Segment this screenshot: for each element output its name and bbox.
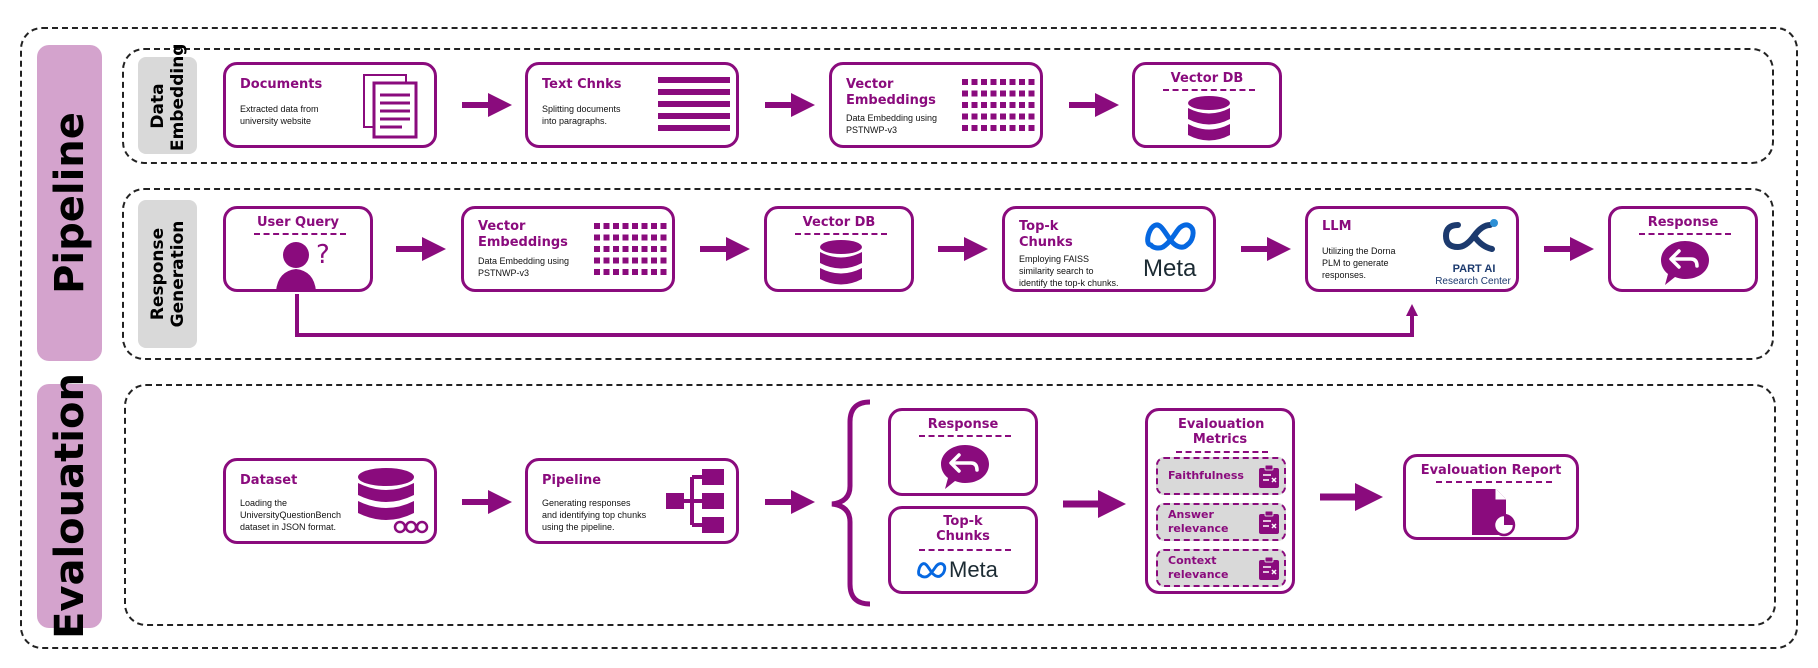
eval-topk-underline — [919, 549, 1011, 551]
vector-db-card: Vector DB — [1132, 62, 1282, 148]
report-title: Evalouation Report — [1420, 463, 1562, 478]
reply-bubble-icon — [1661, 241, 1709, 285]
llm-title: LLM — [1322, 219, 1352, 234]
meta-logo-text: Meta — [1143, 255, 1197, 282]
topk-card: Top-k Chunks Employing FAISS similarity … — [1002, 206, 1216, 292]
outer-frame — [20, 27, 1798, 649]
group-label-response-generation: Response Generation — [138, 200, 197, 348]
documents-icon — [363, 74, 418, 139]
user-query-card: User Query ? — [223, 206, 373, 292]
rg-vector-embeddings-desc: Data Embedding using PSTNWP-v3 — [478, 256, 570, 278]
eval-pipeline-title: Pipeline — [542, 473, 602, 488]
metric-context-relevance: Context relevance — [1156, 549, 1286, 587]
metric-faithfulness-label: Faithfulness — [1168, 469, 1244, 482]
group-response-generation — [122, 188, 1774, 360]
rg-vector-db-underline — [795, 233, 887, 235]
eval-response-underline — [919, 435, 1011, 437]
meta-logo-icon — [1145, 222, 1196, 251]
documents-desc: Extracted data from university website — [240, 104, 319, 126]
vector-embeddings-card: Vector Embeddings Data Embedding using P… — [829, 62, 1043, 148]
response-card: Response — [1608, 206, 1758, 292]
rg-vector-embeddings-title: Vector Embeddings — [478, 219, 568, 250]
arrow-query-to-llm — [295, 294, 1418, 337]
vector-db-title: Vector DB — [1170, 71, 1244, 86]
rg-database-icon — [820, 240, 862, 285]
llm-card: LLM Utilizing the Dorna PLM to generate … — [1305, 206, 1519, 292]
eval-meta-logo-icon — [917, 562, 947, 579]
partai-logo-line2: Research Center — [1435, 276, 1511, 287]
partai-logo-icon — [1442, 219, 1498, 252]
report-card: Evalouation Report — [1403, 454, 1579, 540]
text-chunks-card: Text Chnks Splitting documents into para… — [525, 62, 739, 148]
eval-pipeline-card: Pipeline Generating responses and identi… — [525, 458, 739, 544]
metrics-underline — [1176, 451, 1268, 453]
topk-desc: Employing FAISS similarity search to ide… — [1019, 254, 1119, 288]
eval-meta-logo-text: Meta — [949, 557, 998, 582]
user-query-title: User Query — [256, 215, 340, 230]
response-underline — [1639, 233, 1731, 235]
documents-title: Documents — [240, 77, 323, 92]
topk-title: Top-k Chunks — [1019, 219, 1073, 250]
eval-pipeline-desc: Generating responses and identifying top… — [542, 498, 647, 532]
metrics-title: Evalouation Metrics — [1178, 417, 1265, 447]
rg-vector-db-title: Vector DB — [802, 215, 876, 230]
group-label-data-embedding: Data Embedding — [138, 43, 197, 154]
rg-vector-embeddings-card: Vector Embeddings Data Embedding using P… — [461, 206, 675, 292]
clipboard-icon — [1259, 464, 1279, 488]
vector-embeddings-title: Vector Embeddings — [846, 77, 936, 108]
llm-desc: Utilizing the Dorna PLM to generate resp… — [1322, 246, 1396, 280]
lines-icon — [658, 77, 730, 131]
eval-topk-card: Top-k Chunks Meta — [888, 506, 1038, 594]
svg-text:?: ? — [316, 240, 330, 270]
user-question-icon: ? — [276, 240, 330, 291]
vector-db-underline — [1163, 89, 1255, 91]
rg-embedding-grid-icon — [594, 223, 667, 275]
database-icon — [1188, 96, 1230, 141]
embedding-grid-icon — [962, 79, 1035, 131]
group-evaluation — [124, 384, 1776, 626]
eval-response-card: Response — [888, 408, 1038, 496]
metric-answer-relevance: Answer relevance — [1156, 503, 1286, 541]
metric-context-relevance-label: Context relevance — [1168, 554, 1229, 581]
user-query-underline — [254, 233, 346, 235]
text-chunks-desc: Splitting documents into paragraphs. — [542, 104, 621, 126]
dataset-icon — [358, 468, 429, 534]
section-pipeline: Pipeline — [37, 45, 102, 361]
response-title: Response — [1647, 215, 1719, 230]
rg-vector-db-card: Vector DB — [764, 206, 914, 292]
dataset-title: Dataset — [240, 473, 298, 488]
documents-card: Documents Extracted data from university… — [223, 62, 437, 148]
hierarchy-icon — [666, 469, 724, 533]
group-data-embedding — [122, 48, 1774, 164]
dataset-desc: Loading the UniversityQuestionBench data… — [240, 498, 342, 532]
eval-response-title: Response — [927, 417, 999, 432]
dataset-card: Dataset Loading the UniversityQuestionBe… — [223, 458, 437, 544]
report-icon — [1472, 489, 1516, 537]
text-chunks-title: Text Chnks — [542, 77, 622, 92]
metric-answer-relevance-label: Answer relevance — [1168, 508, 1229, 535]
section-evaluation: Evalouation — [37, 373, 102, 639]
partai-logo-line1: PART AI — [1452, 263, 1496, 275]
vector-embeddings-desc: Data Embedding using PSTNWP-v3 — [846, 113, 938, 135]
eval-reply-bubble-icon — [941, 445, 989, 489]
clipboard-icon — [1259, 556, 1279, 580]
metric-faithfulness: Faithfulness — [1156, 457, 1286, 495]
brace-icon — [831, 399, 871, 607]
metrics-card: Evalouation Metrics Faithfulness Answer … — [1145, 408, 1295, 594]
eval-topk-title: Top-k Chunks — [936, 514, 990, 544]
clipboard-icon — [1259, 510, 1279, 534]
report-underline — [1436, 481, 1552, 483]
